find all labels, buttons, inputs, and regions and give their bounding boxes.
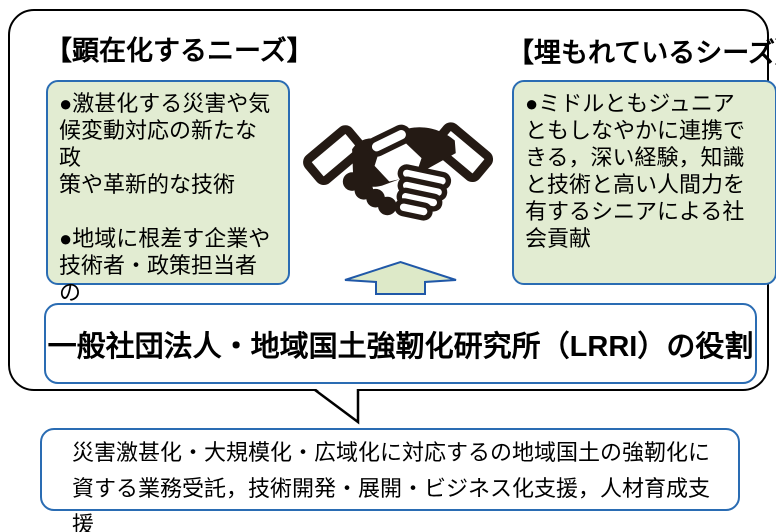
- detail-box: 災害激甚化・大規模化・広域化に対応するの地域国土の強靭化に 資する業務受託，技術…: [40, 428, 740, 532]
- needs-box: ●激甚化する災害や気 候変動対応の新たな政 策や革新的な技術 ●地域に根差す企業…: [46, 80, 290, 332]
- handshake-icon: [303, 122, 494, 221]
- speech-bubble-tail: [314, 388, 360, 425]
- seeds-header: 【埋もれているシーズ】: [507, 38, 776, 68]
- up-arrow-icon: [344, 260, 457, 295]
- role-box: 一般社団法人・地域国土強靭化研究所（LRRI）の役割: [44, 303, 757, 384]
- seeds-box: ●ミドルともジュニア ともしなやかに連携で きる，深い経験，知識 と技術と高い人…: [512, 80, 776, 285]
- role-box-title: 一般社団法人・地域国土強靭化研究所（LRRI）の役割: [47, 330, 754, 363]
- needs-header: 【顕在化するニーズ】: [45, 36, 314, 66]
- speech-bubble: 【顕在化するニーズ】 【埋もれているシーズ】 ●激甚化する災害や気 候変動対応の…: [8, 9, 776, 391]
